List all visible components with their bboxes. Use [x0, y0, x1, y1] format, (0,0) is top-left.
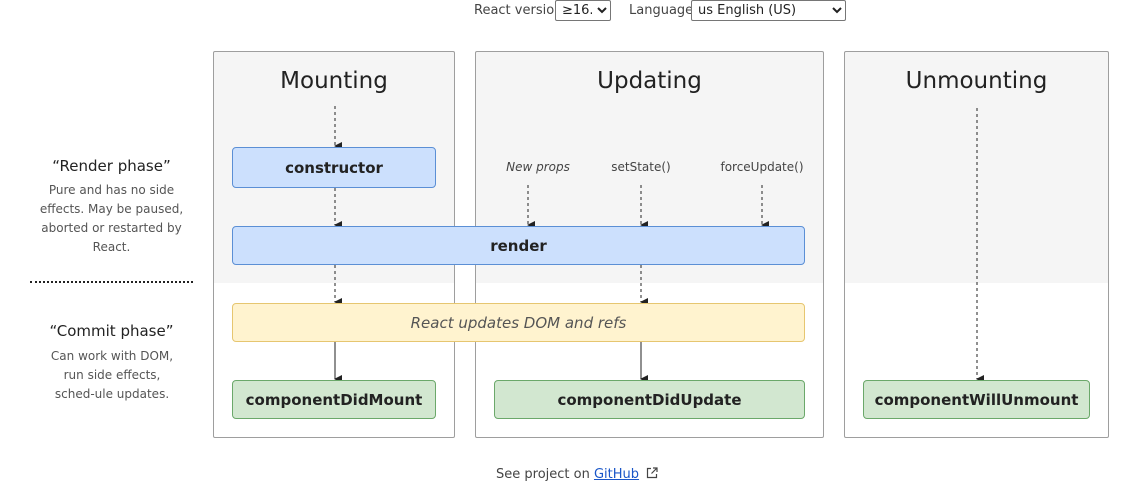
component-did-update-box[interactable]: componentDidUpdate — [494, 380, 805, 419]
component-will-unmount-box[interactable]: componentWillUnmount — [863, 380, 1090, 419]
react-version-select[interactable]: ≥16.4 — [555, 0, 611, 21]
react-version-label: React version — [474, 3, 563, 18]
footer: See project on GitHub — [496, 467, 658, 482]
external-link-icon — [647, 467, 658, 479]
component-did-mount-box[interactable]: componentDidMount — [232, 380, 436, 419]
commit-phase-description: Can work with DOM, run side effects, sch… — [50, 349, 174, 401]
mounting-title: Mounting — [280, 68, 388, 94]
trigger-new-props: New props — [506, 160, 570, 174]
phase-divider — [30, 281, 193, 283]
language-label: Language — [629, 3, 694, 18]
language-select[interactable]: us English (US) — [691, 0, 846, 21]
render-box[interactable]: render — [232, 226, 805, 265]
dom-update-box: React updates DOM and refs — [232, 303, 805, 342]
github-link[interactable]: GitHub — [593, 467, 640, 482]
constructor-box[interactable]: constructor — [232, 147, 436, 188]
render-phase-title: “Render phase” — [52, 157, 171, 175]
footer-prefix: See project on — [496, 467, 590, 482]
trigger-force-update: forceUpdate() — [720, 160, 804, 174]
render-phase-description: Pure and has no side effects. May be pau… — [39, 183, 184, 254]
unmounting-title: Unmounting — [905, 68, 1048, 94]
trigger-set-state: setState() — [611, 160, 671, 174]
commit-phase-title: “Commit phase” — [49, 322, 174, 340]
updating-title: Updating — [597, 68, 702, 94]
